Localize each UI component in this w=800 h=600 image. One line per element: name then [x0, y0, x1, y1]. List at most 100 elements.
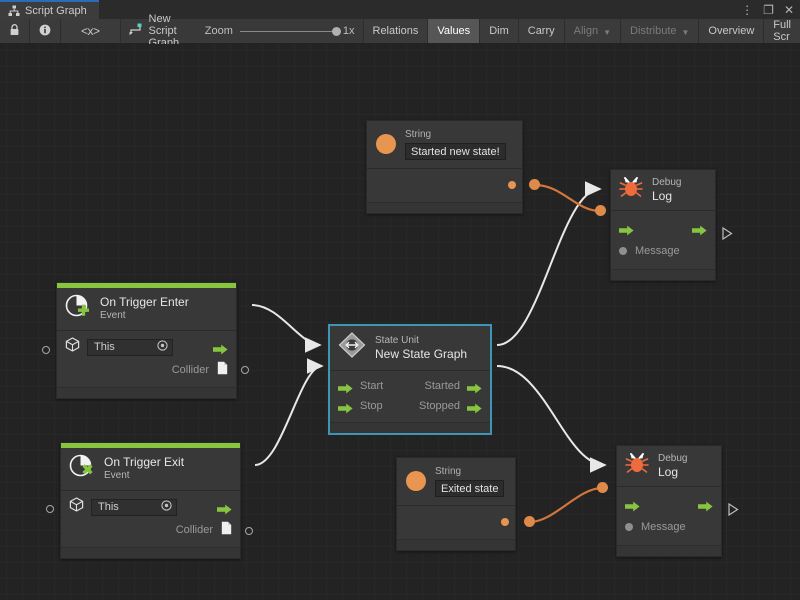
window-close-button[interactable]: ✕ — [783, 2, 794, 17]
started-label: Started — [424, 380, 460, 392]
node-header: String Started new state! — [367, 121, 522, 169]
window-menu-button[interactable]: ⋮ — [741, 2, 754, 17]
values-button[interactable]: Values — [427, 19, 480, 43]
message-input-port[interactable] — [625, 523, 633, 531]
relations-button[interactable]: Relations — [362, 19, 428, 43]
node-title: New State Graph — [375, 347, 468, 361]
window-maximize-button[interactable]: ❐ — [763, 2, 774, 17]
stopped-label: Stopped — [419, 400, 460, 412]
flow-output-port[interactable] — [692, 223, 707, 235]
object-picker-icon[interactable] — [157, 340, 168, 354]
string-value-icon — [376, 134, 396, 154]
node-subtitle: Event — [100, 310, 126, 321]
node-on-trigger-enter[interactable]: On Trigger Enter Event This — [56, 282, 237, 399]
gameobject-icon — [65, 337, 80, 357]
node-subtitle: State Unit — [375, 335, 419, 346]
string-value-input[interactable]: Exited state — [435, 480, 505, 497]
full-screen-label: Full Scr — [773, 19, 791, 43]
node-title: On Trigger Enter — [100, 295, 189, 309]
graph-toolbar: <x> New Script Graph Zoom 1x Relations V… — [0, 13, 800, 49]
align-dropdown[interactable]: Align ▼ — [563, 19, 621, 43]
flow-output-port[interactable] — [213, 342, 228, 354]
node-header: On Trigger Enter Event — [57, 288, 236, 331]
graph-canvas[interactable]: String Started new state! Debug L — [0, 44, 800, 600]
start-input-port[interactable] — [338, 381, 353, 393]
zoom-slider-knob[interactable] — [331, 26, 341, 36]
collider-output-connector-exit[interactable] — [245, 527, 253, 535]
event-add-icon — [65, 294, 91, 323]
node-string-bottom[interactable]: String Exited state — [396, 457, 516, 551]
collider-value-icon[interactable] — [217, 361, 228, 380]
carry-label: Carry — [527, 25, 555, 37]
node-footer — [367, 202, 522, 213]
event-remove-icon — [69, 454, 95, 483]
node-footer — [330, 422, 490, 433]
flow-output-port[interactable] — [698, 499, 713, 511]
target-object-field[interactable]: This — [87, 338, 173, 356]
message-row: Message — [625, 517, 713, 537]
message-input-port[interactable] — [619, 247, 627, 255]
collider-output-connector-enter[interactable] — [241, 366, 249, 374]
stopped-output-port[interactable] — [467, 401, 482, 413]
node-header: On Trigger Exit Event — [61, 448, 240, 491]
flow-output-connector-top[interactable] — [722, 226, 733, 245]
node-footer — [397, 539, 515, 550]
node-on-trigger-exit[interactable]: On Trigger Exit Event This — [60, 442, 241, 559]
collider-label: Collider — [175, 524, 213, 536]
node-body: This Collider — [61, 491, 240, 547]
full-screen-button[interactable]: Full Scr — [763, 19, 800, 43]
info-icon — [39, 24, 51, 39]
flow-input-port[interactable] — [619, 223, 634, 235]
flow-output-port[interactable] — [217, 502, 232, 514]
collider-row: Collider — [65, 360, 228, 380]
target-object-field[interactable]: This — [91, 498, 177, 516]
chevron-down-icon: ▼ — [681, 27, 690, 37]
overview-label: Overview — [708, 25, 755, 37]
started-output-port[interactable] — [467, 381, 482, 393]
node-footer — [61, 547, 240, 558]
carry-button[interactable]: Carry — [517, 19, 564, 43]
value-edge-origin-dot — [524, 516, 535, 527]
node-accent-bar — [57, 283, 236, 288]
lock-button[interactable] — [0, 19, 30, 43]
target-row: This — [65, 337, 228, 357]
dim-label: Dim — [489, 25, 509, 37]
relations-label: Relations — [372, 25, 419, 37]
zoom-value: 1x — [342, 25, 355, 37]
zoom-label: Zoom — [204, 25, 233, 37]
overview-button[interactable]: Overview — [698, 19, 764, 43]
distribute-label: Distribute — [630, 25, 677, 37]
target-row: This — [69, 497, 232, 517]
code-view-button[interactable]: <x> — [61, 19, 121, 43]
node-body — [367, 169, 522, 202]
value-output-port[interactable] — [508, 181, 516, 189]
zoom-slider[interactable] — [239, 26, 341, 36]
target-input-connector-enter[interactable] — [42, 346, 50, 354]
flow-output-connector-bottom[interactable] — [728, 502, 739, 521]
node-footer — [611, 269, 715, 280]
info-button[interactable] — [30, 19, 61, 43]
object-picker-icon[interactable] — [161, 500, 172, 514]
node-debug-log-top[interactable]: Debug Log Message — [610, 169, 716, 281]
align-label: Align — [573, 25, 599, 37]
start-row: Start Started — [338, 376, 482, 396]
toolbar-right-group: Relations Values Dim Carry Align ▼ Distr… — [362, 19, 800, 43]
node-state-unit[interactable]: State Unit New State Graph Start Started — [329, 325, 491, 434]
distribute-dropdown[interactable]: Distribute ▼ — [620, 19, 699, 43]
collider-value-icon[interactable] — [221, 521, 232, 540]
stop-input-port[interactable] — [338, 401, 353, 413]
tab-script-graph[interactable]: Script Graph — [0, 0, 99, 19]
graph-name-label: New Script Graph — [121, 13, 197, 49]
flow-input-port[interactable] — [625, 499, 640, 511]
node-debug-log-bottom[interactable]: Debug Log Message — [616, 445, 722, 557]
lock-icon — [9, 23, 20, 39]
dim-button[interactable]: Dim — [479, 19, 518, 43]
target-input-connector-exit[interactable] — [46, 505, 54, 513]
window-tabbar: Script Graph ⋮ ❐ ✕ — [0, 0, 800, 19]
node-body — [397, 506, 515, 539]
node-string-top[interactable]: String Started new state! — [366, 120, 523, 214]
value-output-port[interactable] — [501, 518, 509, 526]
zoom-control[interactable]: Zoom 1x — [197, 19, 363, 43]
node-body: Message — [611, 211, 715, 269]
string-value-input[interactable]: Started new state! — [405, 143, 506, 160]
